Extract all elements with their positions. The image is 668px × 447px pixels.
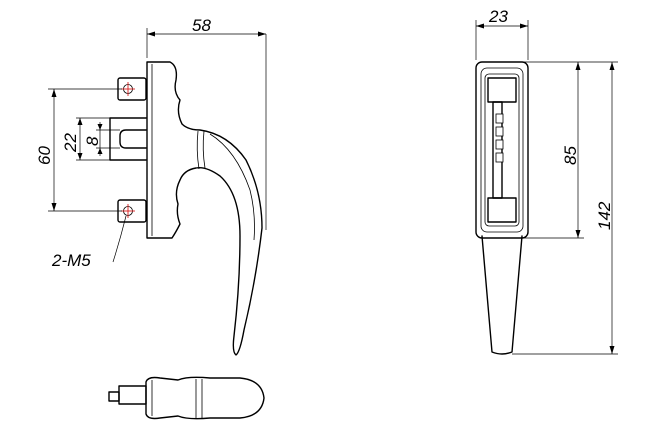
side-base-outer [475, 61, 529, 239]
side-lever [481, 235, 523, 355]
side-view-handle: 23 85 142 [475, 7, 618, 355]
bottom-body-outline [145, 376, 265, 420]
collar-lines [196, 130, 206, 170]
dimension-23 [475, 20, 529, 60]
dim-58-label: 58 [192, 16, 211, 35]
side-plate-bottom [487, 197, 517, 223]
leader-2-m5 [112, 215, 127, 263]
dim-23-label: 23 [488, 7, 508, 26]
dimension-58 [146, 28, 267, 230]
dimension-8 [96, 122, 120, 156]
bottom-spindle-block [118, 385, 147, 405]
dim-142-label: 142 [595, 201, 614, 230]
screw-hole-bottom [121, 204, 135, 218]
side-center-bar [492, 101, 503, 199]
lever-inner-line [209, 133, 255, 241]
spindle-slot [109, 117, 147, 161]
dimension-22 [76, 117, 110, 161]
dim-22-label: 22 [61, 133, 80, 153]
dim-60-label: 60 [35, 146, 54, 165]
dimension-60 [48, 88, 122, 212]
side-base-inner [480, 67, 524, 233]
front-view-handle: 58 60 22 8 2-M5 [35, 16, 267, 356]
dim-8-label: 8 [83, 136, 102, 146]
bottom-view-handle [108, 376, 265, 420]
dimension-85 [522, 61, 618, 239]
handle-outline [146, 61, 263, 356]
dimension-142 [512, 62, 618, 355]
side-plate-top [487, 77, 517, 103]
bottom-spindle [108, 391, 120, 402]
side-base-recess [484, 73, 520, 227]
screw-hole-top [121, 82, 135, 96]
dim-2-m5-label: 2-M5 [51, 251, 91, 270]
dim-85-label: 85 [561, 146, 580, 165]
